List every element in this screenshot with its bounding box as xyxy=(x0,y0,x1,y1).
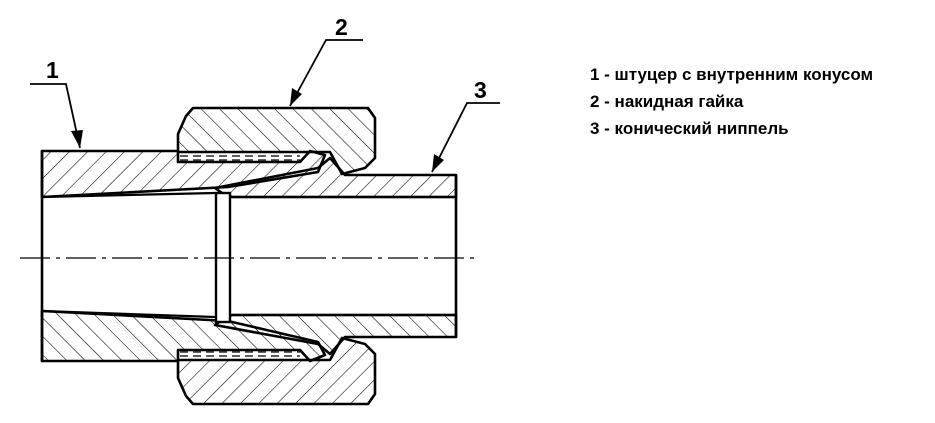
leader-line-1 xyxy=(30,83,81,149)
arrowhead-3 xyxy=(432,154,444,172)
leader-line-3 xyxy=(431,102,500,173)
callout-2: 2 xyxy=(335,14,348,40)
callout-1: 1 xyxy=(46,57,59,83)
nut-thread-bottom xyxy=(180,351,300,357)
legend-item-fitting: 1 - штуцер с внутренним конусом xyxy=(590,65,874,84)
leader-line-2 xyxy=(289,39,363,107)
fitting-body xyxy=(40,149,327,363)
fitting-bore-bottom xyxy=(41,309,216,319)
callout-3: 3 xyxy=(474,77,487,103)
parts-legend: 1 - штуцер с внутренним конусом 2 - наки… xyxy=(590,61,873,142)
fitting-bore-top xyxy=(41,191,216,199)
legend-item-cone-nipple: 3 - конический ниппель xyxy=(590,119,789,138)
leader-lines xyxy=(30,39,500,173)
union-nut xyxy=(176,106,377,406)
legend-item-union-nut: 2 - накидная гайка xyxy=(590,92,744,111)
arrowhead-1 xyxy=(71,130,83,148)
arrowhead-2 xyxy=(290,88,302,106)
cone-nipple xyxy=(213,156,458,356)
nut-thread-top xyxy=(180,155,300,161)
